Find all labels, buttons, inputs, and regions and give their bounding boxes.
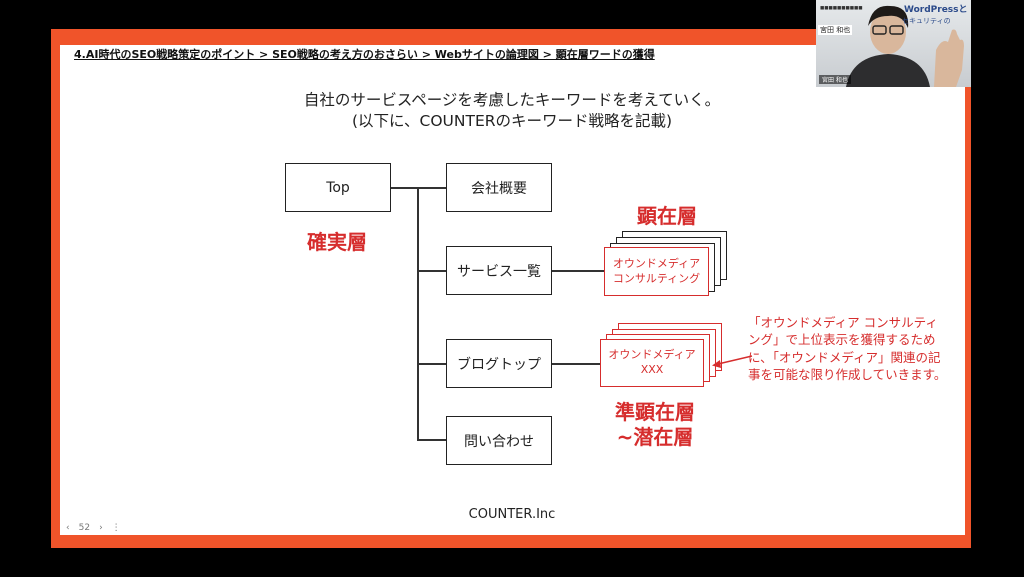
slide-pager: ‹ 52 › ⋮ [60, 521, 138, 535]
prev-slide-icon[interactable]: ‹ [66, 523, 70, 533]
connector-contact [417, 439, 446, 441]
headline-line-2: (以下に、COUNTERのキーワード戦略を記載) [351, 112, 673, 130]
blog-card-line-2: XXX [640, 363, 664, 376]
label-apparent-layer: 顕在層 [637, 204, 697, 228]
connector-blog-articles [551, 363, 600, 365]
label-semi-latent-layer: 準顕在層 ~潜在層 [600, 400, 710, 450]
node-services: サービス一覧 [446, 246, 552, 295]
strategy-note: 「オウンドメディア コンサルティング」で上位表示を獲得するために、「オウンドメデ… [748, 315, 947, 382]
connector-service-pages [551, 270, 607, 272]
service-page-card: オウンドメディア コンサルティング [604, 247, 709, 296]
page-number: 52 [78, 523, 91, 533]
blog-card-line-1: オウンドメディア [608, 348, 696, 362]
connector-services [417, 270, 446, 272]
footer-company: COUNTER.Inc [468, 507, 556, 522]
webcam-event-tag: ■■■■■■■■■■ [820, 6, 863, 11]
more-icon[interactable]: ⋮ [111, 523, 121, 533]
next-slide-icon[interactable]: › [99, 523, 103, 533]
webcam-name-bottom: 宮田 和也 [819, 75, 851, 84]
headline-line-1: 自社のサービスページを考慮したキーワードを考えていく。 [303, 91, 721, 109]
presenter-icon [846, 5, 964, 87]
connector-blog [417, 363, 446, 365]
webcam-name-top: 宮田 和也 [818, 25, 853, 35]
node-blog: ブログトップ [446, 339, 552, 388]
connector-trunk [417, 187, 419, 440]
node-top: Top [285, 163, 391, 212]
webcam-subtitle: セキュリティの [902, 17, 951, 25]
label-certain-layer: 確実層 [307, 230, 367, 254]
webcam-overlay: ■■■■■■■■■■ WordPressと セキュリティの 宮田 和也 宮田 和… [816, 0, 971, 87]
label-semi-latent-line-1: 準顕在層 [615, 400, 695, 424]
breadcrumb: 4.AI時代のSEO戦略策定のポイント > SEO戦略の考え方のおさらい > W… [74, 48, 655, 61]
webcam-brand: WordPressと [904, 5, 968, 15]
label-semi-latent-line-2: ~潜在層 [616, 425, 694, 449]
service-card-line-1: オウンドメディア [612, 256, 701, 270]
node-contact: 問い合わせ [446, 416, 552, 465]
service-card-line-2: コンサルティング [612, 271, 701, 285]
node-company: 会社概要 [446, 163, 552, 212]
blog-article-card: オウンドメディア XXX [600, 339, 704, 387]
note-arrow [712, 355, 753, 368]
